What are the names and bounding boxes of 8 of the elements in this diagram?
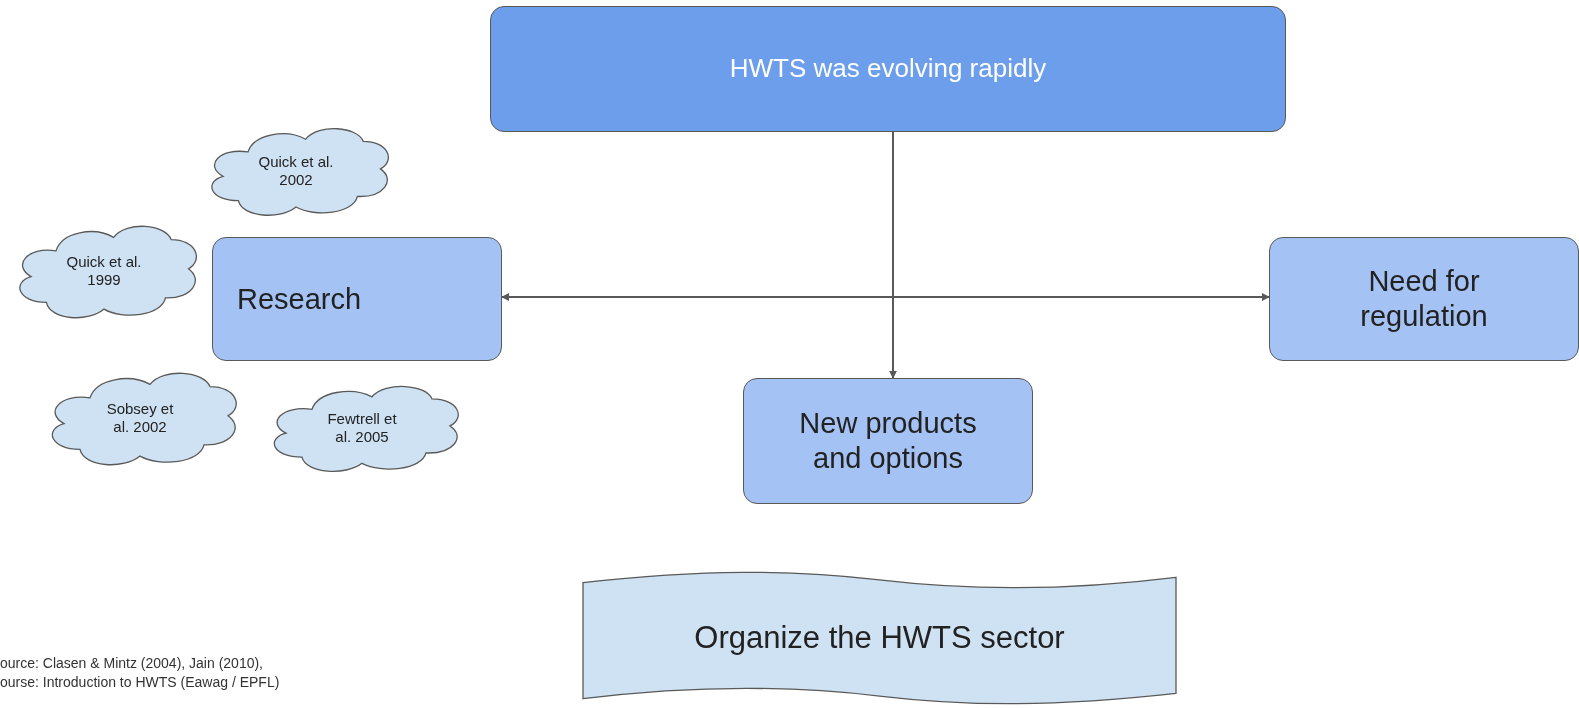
arrow [889,131,897,379]
process-box: Research [212,237,502,361]
source-note: ourse: Introduction to HWTS (Eawag / EPFL) [0,674,280,690]
wavy-banner: Organize the HWTS sector [583,572,1176,704]
title-box: HWTS was evolving rapidly [490,6,1286,132]
process-box: New products and options [743,378,1033,504]
process-box: Need for regulation [1269,237,1579,361]
source-note: ource: Clasen & Mintz (2004), Jain (2010), [0,655,263,671]
